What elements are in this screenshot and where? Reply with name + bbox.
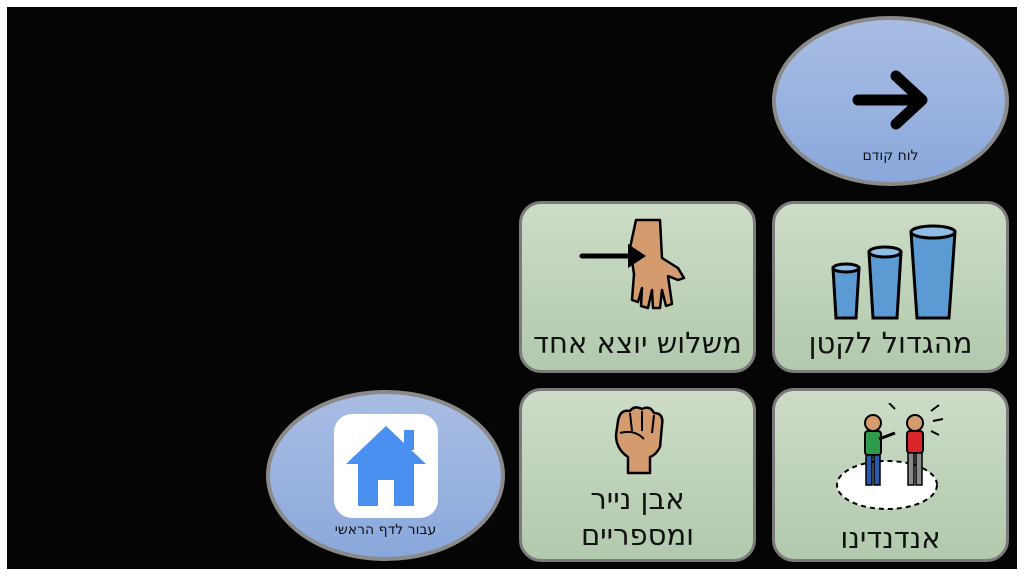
previous-board-button[interactable]: לוח קודם [772, 16, 1009, 186]
cell-label: משלוש יוצא אחד [533, 326, 742, 360]
previous-board-label: לוח קודם [862, 148, 919, 164]
fist-icon [614, 406, 664, 475]
arrow-right-icon [852, 70, 928, 130]
cell-label: אנדנדינו [840, 521, 941, 555]
cell-label: מהגדול לקטן [808, 326, 973, 360]
home-button[interactable]: עבור לדף הראשי [266, 390, 505, 561]
children-game-icon [835, 403, 943, 510]
hand-out-icon [579, 218, 685, 310]
cell-label: אבן נייר ומספריים [580, 482, 695, 552]
cups-large-to-small-icon [830, 224, 957, 320]
cell-big-to-small[interactable]: מהגדול לקטן [772, 201, 1009, 373]
cell-andandino[interactable]: אנדנדינו [772, 388, 1009, 562]
home-button-label: עבור לדף הראשי [334, 522, 437, 538]
home-icon [334, 414, 438, 518]
communication-board: לוח קודם מהגדול לקטן משלוש יוצא אחד [7, 7, 1017, 569]
cell-one-out-of-three[interactable]: משלוש יוצא אחד [519, 201, 756, 373]
cell-rock-paper-scissors[interactable]: אבן נייר ומספריים [519, 388, 756, 562]
